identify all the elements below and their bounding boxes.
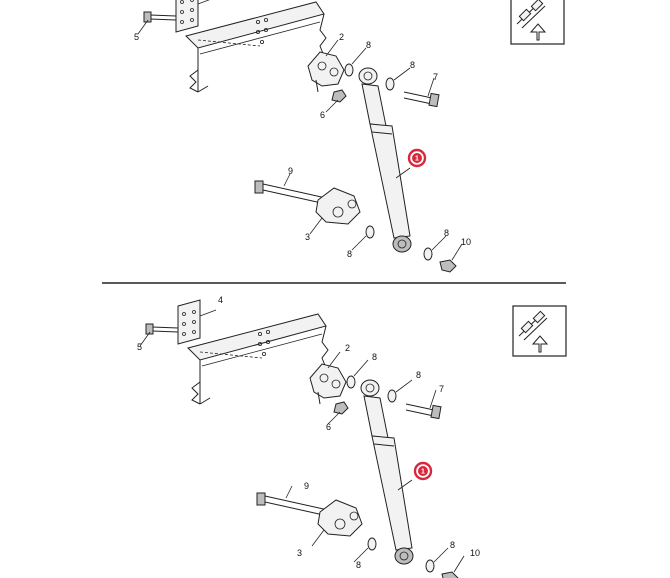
label-3: 3 (297, 548, 302, 558)
label-8: 8 (450, 540, 455, 550)
label-2: 2 (345, 343, 350, 353)
labels-top: 5 2 8 8 7 6 9 3 8 8 10 1 (134, 32, 471, 259)
label-8: 8 (347, 249, 352, 259)
label-8: 8 (356, 560, 361, 570)
label-6: 6 (320, 110, 325, 120)
label-9: 9 (304, 481, 309, 491)
label-9: 9 (288, 166, 293, 176)
svg-text:1: 1 (421, 469, 425, 476)
label-7: 7 (439, 384, 444, 394)
label-10: 10 (461, 237, 471, 247)
label-8: 8 (366, 40, 371, 50)
view-bottom (139, 299, 567, 578)
label-8: 8 (444, 228, 449, 238)
svg-text:1: 1 (415, 156, 419, 163)
label-5: 5 (134, 32, 139, 42)
label-8: 8 (372, 352, 377, 362)
view-top (137, 0, 565, 273)
label-2: 2 (339, 32, 344, 42)
label-3: 3 (305, 232, 310, 242)
label-6: 6 (326, 422, 331, 432)
label-10: 10 (470, 548, 480, 558)
label-4: 4 (218, 295, 223, 305)
label-7: 7 (433, 72, 438, 82)
labels-bottom: 4 5 2 8 8 7 6 9 3 8 8 10 1 (137, 295, 480, 570)
label-8: 8 (410, 60, 415, 70)
callout-part-1: 1 (407, 148, 427, 168)
callout-part-1: 1 (413, 461, 433, 481)
label-8: 8 (416, 370, 421, 380)
label-5: 5 (137, 342, 142, 352)
